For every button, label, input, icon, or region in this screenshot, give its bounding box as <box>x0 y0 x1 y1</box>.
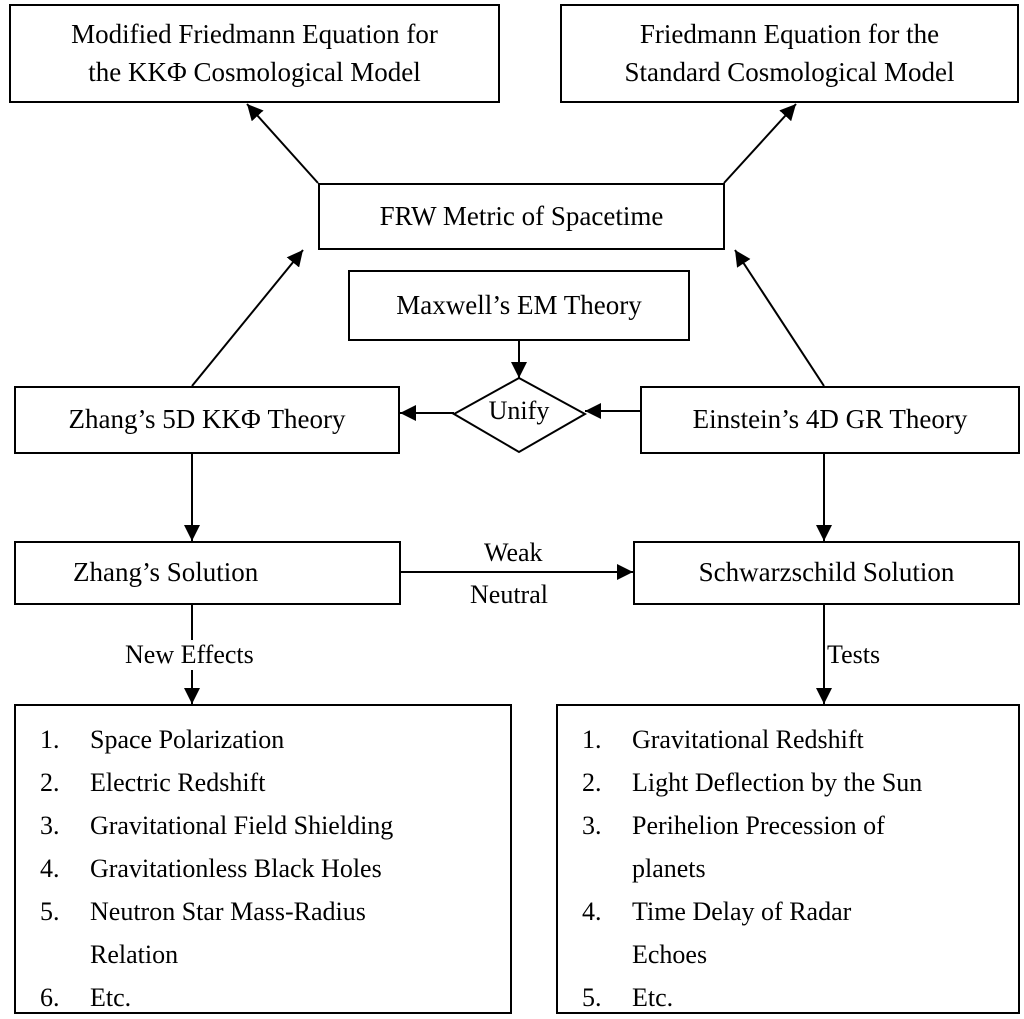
list-item-number: 3. <box>40 811 60 840</box>
unify-diamond <box>451 376 588 454</box>
list-item-text: Time Delay of Radar <box>632 897 852 926</box>
list-item-text: Gravitational Redshift <box>632 725 864 754</box>
edge-frw-to-modified-friedmann <box>246 103 319 184</box>
friedmann-standard-line2: Standard Cosmological Model <box>624 56 955 87</box>
list-item-text-continued: Relation <box>90 940 179 969</box>
list-item-number: 1. <box>582 725 602 754</box>
edge-label-neutral: Neutral <box>470 580 548 609</box>
list-item-text-continued: Echoes <box>632 940 708 969</box>
maxwell-box: Maxwell’s EM Theory <box>348 270 690 341</box>
einstein-theory-label: Einstein’s 4D GR Theory <box>692 404 968 435</box>
list-item: 5. Neutron Star Mass-Radius Relation <box>16 890 510 976</box>
list-item-text: Perihelion Precession of <box>632 811 885 840</box>
zhang-solution-label: Zhang’s Solution <box>73 557 259 588</box>
list-item-text: Neutron Star Mass-Radius <box>90 897 366 926</box>
edge-zhang-theory-to-frw <box>191 249 304 387</box>
list-item-text: Electric Redshift <box>90 768 266 797</box>
frw-metric-box: FRW Metric of Spacetime <box>318 183 725 250</box>
list-item-text: Gravitational Field Shielding <box>90 811 394 840</box>
edge-einstein-theory-to-frw <box>734 249 825 387</box>
list-item: 4. Gravitationless Black Holes <box>16 847 510 890</box>
list-item-number: 5. <box>582 983 602 1012</box>
modified-friedmann-line1: Modified Friedmann Equation for <box>71 18 438 49</box>
list-item: 4. Time Delay of Radar Echoes <box>558 890 1018 976</box>
new-effects-list: 1. Space Polarization 2. Electric Redshi… <box>14 704 512 1014</box>
list-item-text: Light Deflection by the Sun <box>632 768 923 797</box>
list-item-text: Etc. <box>632 983 674 1012</box>
schwarzschild-solution-box: Schwarzschild Solution <box>633 541 1020 605</box>
modified-friedmann-line2: the KKΦ Cosmological Model <box>88 56 421 87</box>
zhang-theory-label: Zhang’s 5D KKΦ Theory <box>68 404 346 435</box>
frw-metric-label: FRW Metric of Spacetime <box>379 200 664 231</box>
list-item-number: 4. <box>582 897 602 926</box>
modified-friedmann-box: Modified Friedmann Equation for the KKΦ … <box>9 4 500 103</box>
edge-label-weak: Weak <box>484 538 543 567</box>
zhang-solution-box: Zhang’s Solution <box>14 541 401 605</box>
friedmann-standard-line1: Friedmann Equation for the <box>639 18 940 49</box>
list-item-number: 1. <box>40 725 60 754</box>
list-item-text-continued: planets <box>632 854 706 883</box>
list-item-number: 5. <box>40 897 60 926</box>
zhang-theory-box: Zhang’s 5D KKΦ Theory <box>14 386 400 454</box>
friedmann-standard-box: Friedmann Equation for the Standard Cosm… <box>560 4 1019 103</box>
list-item: 2. Light Deflection by the Sun <box>558 761 1018 804</box>
schwarzschild-solution-label: Schwarzschild Solution <box>698 557 955 588</box>
list-item-text: Space Polarization <box>90 725 285 754</box>
list-item: 5. Etc. <box>558 976 1018 1019</box>
unify-label: Unify <box>488 396 550 425</box>
list-item: 1. Gravitational Redshift <box>558 718 1018 761</box>
einstein-theory-box: Einstein’s 4D GR Theory <box>640 386 1020 454</box>
list-item: 2. Electric Redshift <box>16 761 510 804</box>
maxwell-label: Maxwell’s EM Theory <box>396 289 642 320</box>
list-item: 6. Etc. <box>16 976 510 1019</box>
list-item-number: 4. <box>40 854 60 883</box>
list-item-text: Etc. <box>90 983 132 1012</box>
list-item-number: 6. <box>40 983 60 1012</box>
list-item-number: 2. <box>40 768 60 797</box>
list-item-number: 2. <box>582 768 602 797</box>
list-item-text: Gravitationless Black Holes <box>90 854 382 883</box>
list-item: 1. Space Polarization <box>16 718 510 761</box>
edge-label-tests: Tests <box>827 640 881 669</box>
list-item: 3. Perihelion Precession of planets <box>558 804 1018 890</box>
edge-label-new-effects: New Effects <box>125 640 254 670</box>
tests-list: 1. Gravitational Redshift 2. Light Defle… <box>556 704 1020 1014</box>
list-item-number: 3. <box>582 811 602 840</box>
list-item: 3. Gravitational Field Shielding <box>16 804 510 847</box>
edge-frw-to-friedmann-standard <box>723 103 797 184</box>
